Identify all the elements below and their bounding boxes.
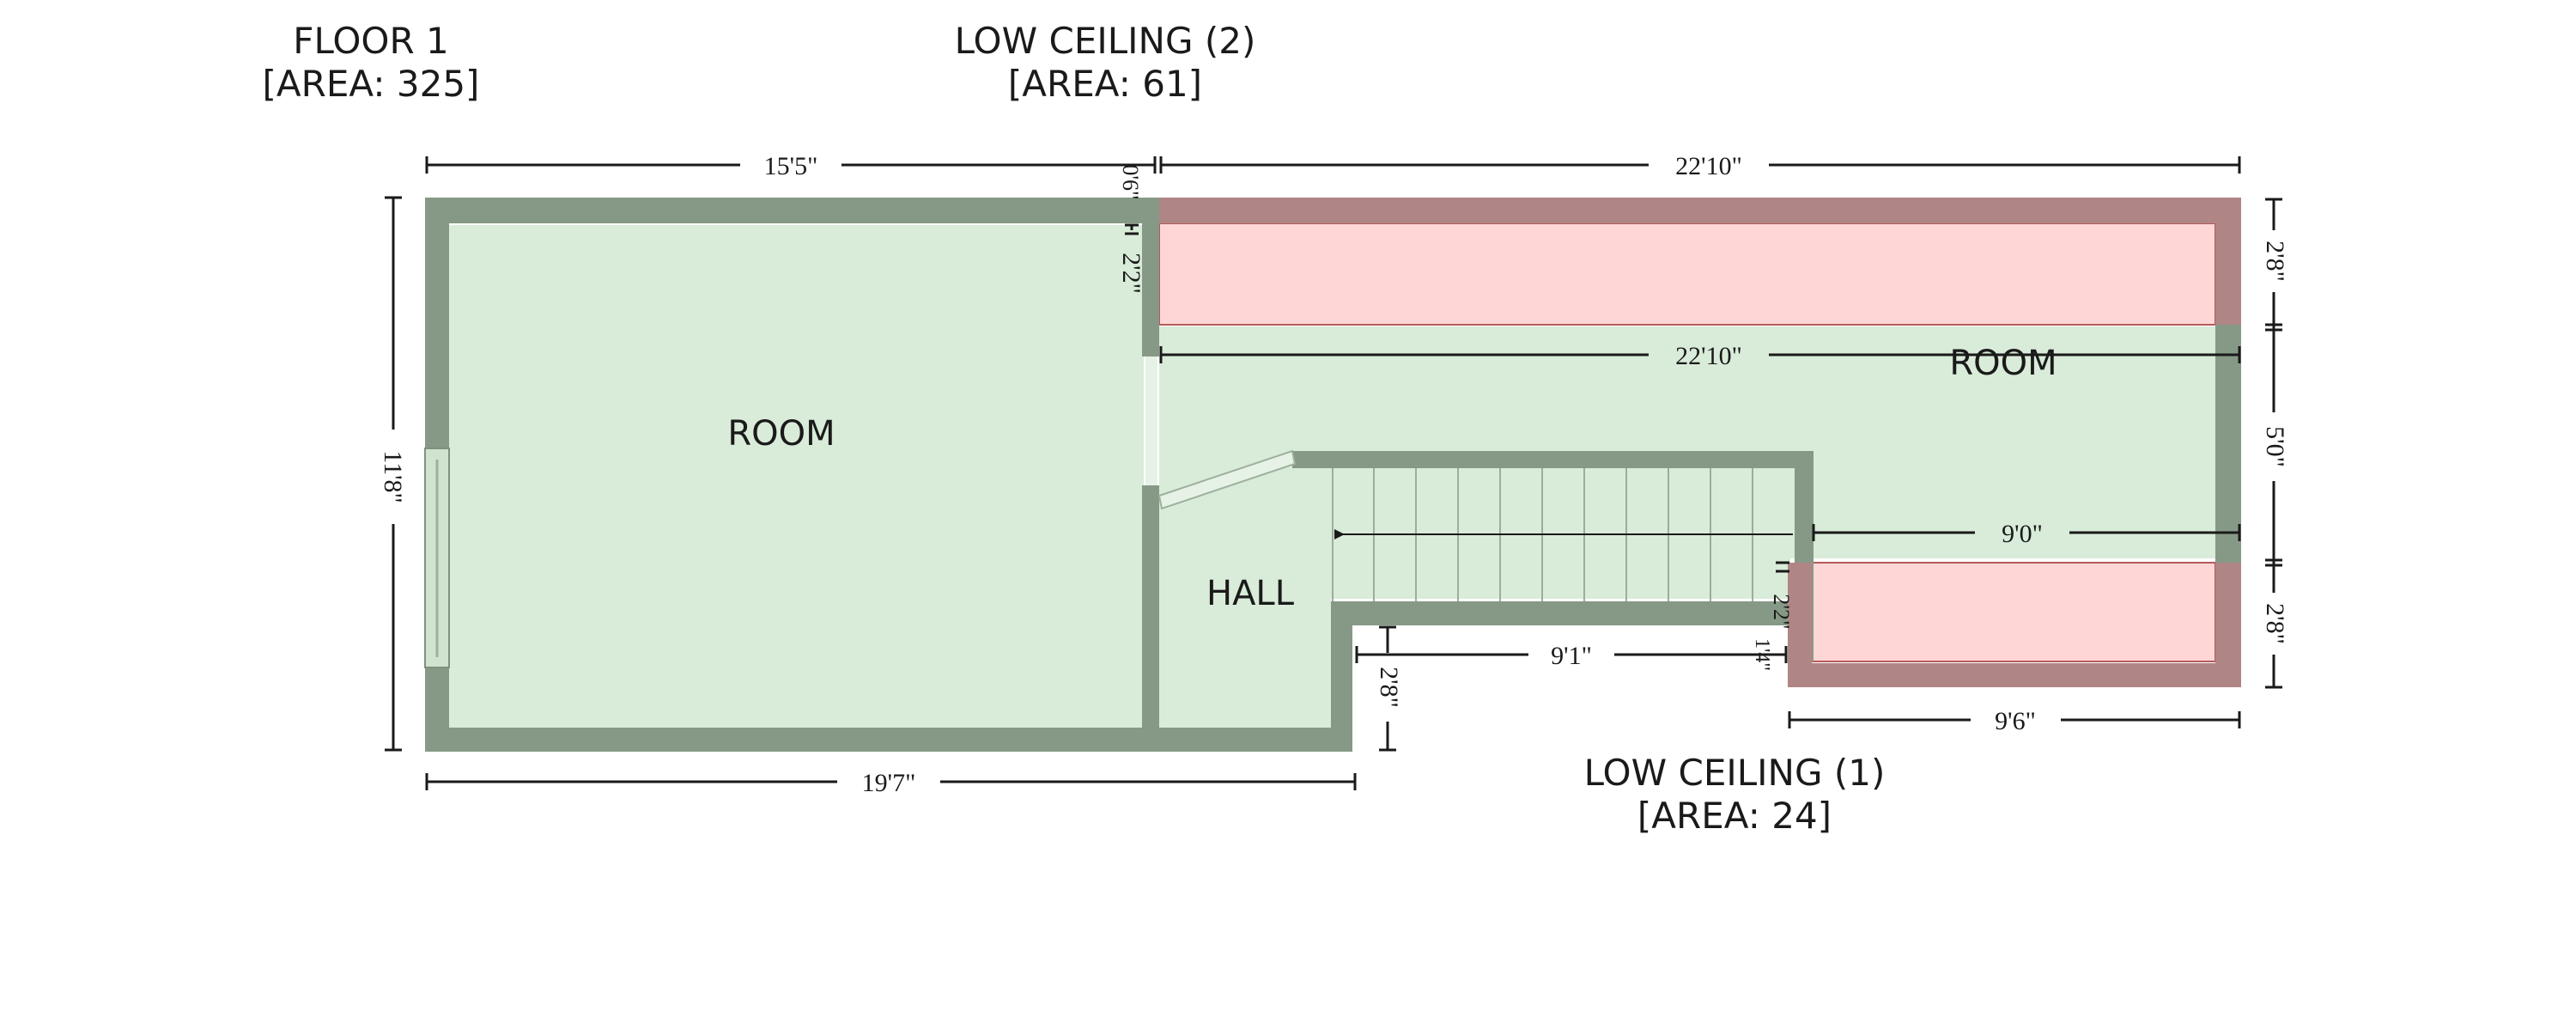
- door-leaf: [1157, 449, 1297, 510]
- room-left-floor: [447, 225, 1144, 728]
- dim-text-right-mid: 5'0": [2261, 426, 2289, 467]
- floor-title: FLOOR 1: [293, 20, 448, 62]
- dim-text-top-left: 15'5": [764, 152, 818, 180]
- low-ceiling-1-area: [AREA: 24]: [1637, 795, 1832, 837]
- dim-text-bottom-left: 19'7": [862, 769, 916, 797]
- dimension-lines: [385, 156, 2282, 790]
- wall-divider-lower: [1142, 485, 1159, 730]
- lc1-wall-bottom: [1788, 663, 2241, 687]
- lc2-wall-top: [1159, 198, 2241, 223]
- dim-text-wall-small: 0'6": [1118, 164, 1143, 199]
- dim-text-right-top: 2'8": [2261, 241, 2289, 282]
- window-left: [424, 448, 450, 668]
- floor-area: [AREA: 325]: [263, 63, 480, 105]
- lc2-wall-right: [2215, 198, 2241, 325]
- wall-divider-upper: [1142, 223, 1159, 357]
- hall-floor: [1159, 468, 1331, 728]
- wall-bottom-left: [425, 728, 1352, 752]
- dim-text-step-small: 1'4": [1751, 638, 1773, 671]
- room-left-label: ROOM: [727, 414, 835, 454]
- dimension-labels: 15'5" 22'10" 22'10" 9'0" 9'6" 19'7" 9'1"…: [379, 152, 2289, 797]
- lc1-wall-left: [1788, 563, 1812, 687]
- low-ceiling-zones: [1158, 222, 2216, 662]
- wall-stair-top: [1292, 451, 1812, 468]
- hall-label: HALL: [1206, 574, 1295, 613]
- room-labels: ROOM ROOM HALL: [727, 344, 2057, 613]
- room-right-label: ROOM: [1949, 344, 2057, 383]
- dim-text-stair-run: 9'0": [2002, 520, 2043, 548]
- dim-text-inner-top: 22'10": [1675, 342, 1742, 370]
- staircase: [1332, 468, 1793, 601]
- wall-top-left: [425, 198, 1159, 223]
- area-headings: FLOOR 1 [AREA: 325] LOW CEILING (2) [ARE…: [263, 20, 1886, 837]
- door-opening: [1145, 357, 1157, 485]
- low-ceiling-1-zone: [1811, 562, 2216, 662]
- low-ceiling-2-title: LOW CEILING (2): [955, 20, 1256, 62]
- low-ceiling-1-title: LOW CEILING (1): [1584, 752, 1886, 794]
- low-ceiling-walls: [1159, 198, 2241, 687]
- dim-text-top-right: 22'10": [1675, 152, 1742, 180]
- dim-text-right-bottom: 2'8": [2261, 603, 2289, 644]
- low-ceiling-2-area: [AREA: 61]: [1008, 63, 1202, 105]
- dim-text-hall-bottom: 9'1": [1551, 642, 1592, 670]
- wall-right-room: [2215, 325, 2241, 563]
- dim-text-stair-small: 2'2": [1769, 594, 1794, 629]
- dim-text-hall-notch: 2'8": [1375, 667, 1403, 708]
- floor-area: [447, 225, 2215, 728]
- dim-text-bottom-right: 9'6": [1995, 707, 2036, 735]
- wall-stair-bottom: [1331, 601, 1807, 625]
- dim-text-left-height: 11'8": [379, 450, 407, 503]
- wall-hall-right: [1331, 601, 1352, 752]
- door-swing: [1145, 357, 1297, 510]
- low-ceiling-2-zone: [1158, 222, 2216, 326]
- dim-text-wall-seg: 2'2": [1117, 253, 1145, 294]
